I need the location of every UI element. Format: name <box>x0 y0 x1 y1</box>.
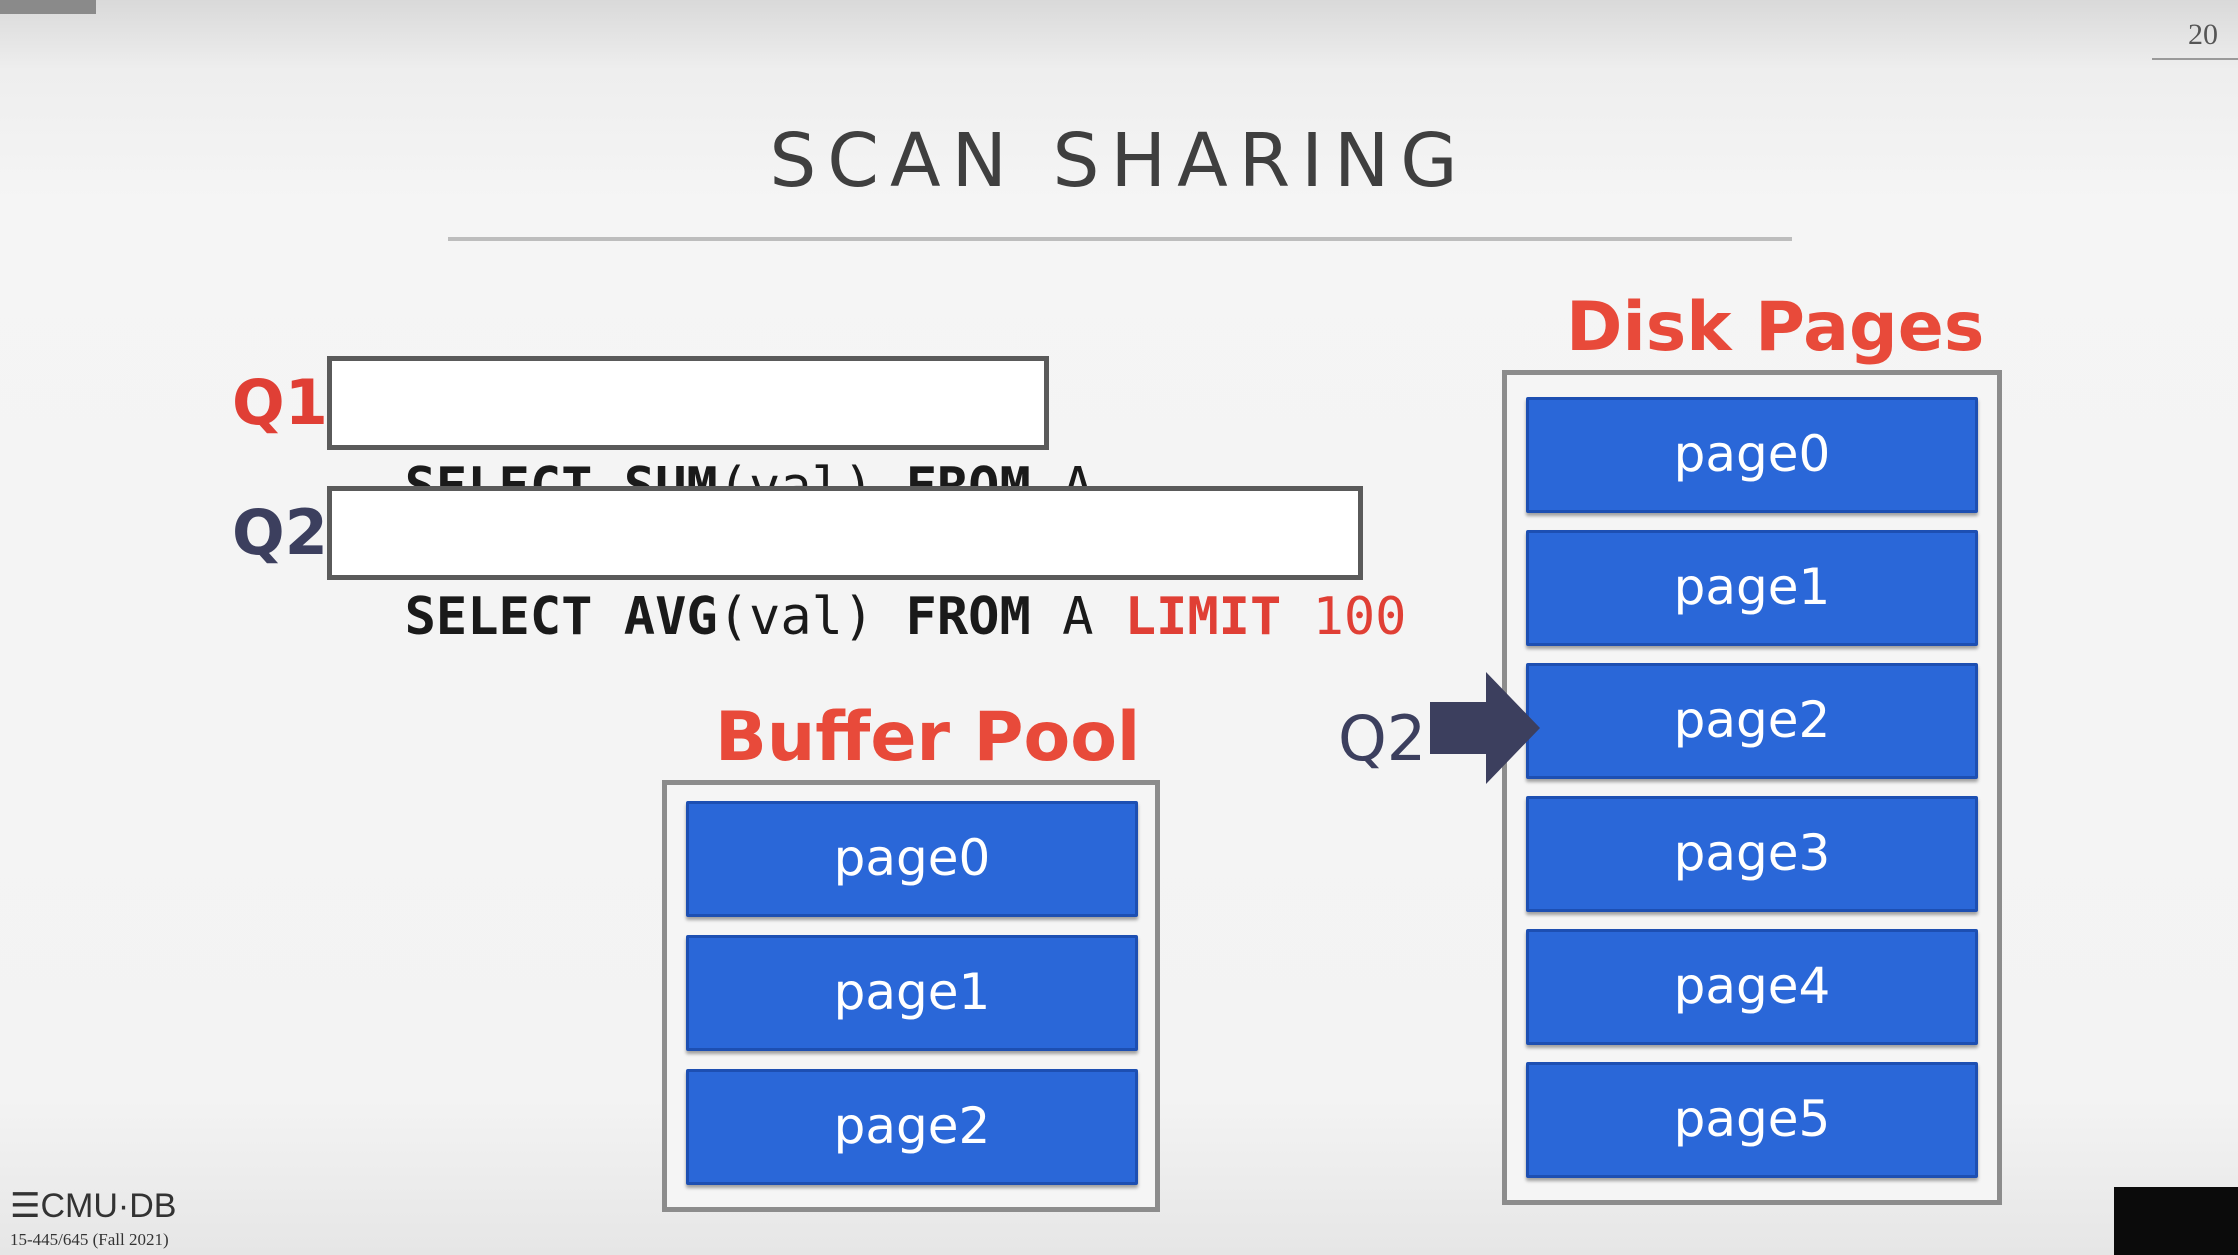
disk-page-4: page4 <box>1526 929 1978 1045</box>
slide-title: SCAN SHARING <box>769 118 1469 204</box>
disk-page-3: page3 <box>1526 796 1978 912</box>
disk-page-1: page1 <box>1526 530 1978 646</box>
top-bar <box>0 0 96 14</box>
video-overlay-corner <box>2114 1187 2238 1255</box>
slide-number-rule <box>2152 58 2238 60</box>
query-1-box: SELECT SUM(val) FROM A <box>327 356 1093 517</box>
buffer-page-0: page0 <box>686 801 1138 917</box>
slide-number: 20 <box>2188 18 2218 51</box>
disk-page-0: page0 <box>1526 397 1978 513</box>
query-2-box: SELECT AVG(val) FROM A LIMIT 100 <box>327 486 1406 647</box>
arrow-right-icon <box>1430 672 1540 784</box>
query-1-label: Q1 <box>232 366 328 439</box>
query-2-text: SELECT AVG(val) FROM A LIMIT 100 <box>405 587 1407 647</box>
disk-page-2: page2 <box>1526 663 1978 779</box>
disk-pages-panel: page0 page1 page2 page3 page4 page5 <box>1502 370 2002 1205</box>
buffer-page-2: page2 <box>686 1069 1138 1185</box>
disk-page-5: page5 <box>1526 1062 1978 1178</box>
disk-pages-title: Disk Pages <box>1566 288 1985 367</box>
sql-token: (val) <box>717 587 906 647</box>
course-label: 15-445/645 (Fall 2021) <box>10 1230 169 1249</box>
buffer-page-1: page1 <box>686 935 1138 1051</box>
sql-token: AVG <box>623 587 718 647</box>
database-icon: ☰ <box>10 1187 41 1225</box>
cmu-db-logo: ☰CMU·DB <box>10 1187 177 1225</box>
sql-token: SELECT <box>404 587 624 647</box>
buffer-pool-title: Buffer Pool <box>715 698 1141 777</box>
query-2-label: Q2 <box>232 496 328 569</box>
sql-token: A <box>1062 587 1125 647</box>
sql-token: 100 <box>1312 587 1407 647</box>
sql-token: FROM <box>905 587 1063 647</box>
title-divider <box>448 237 1792 241</box>
sql-token: LIMIT <box>1124 587 1313 647</box>
scan-pointer-label: Q2 <box>1338 702 1427 775</box>
buffer-pool-panel: page0 page1 page2 <box>662 780 1160 1212</box>
